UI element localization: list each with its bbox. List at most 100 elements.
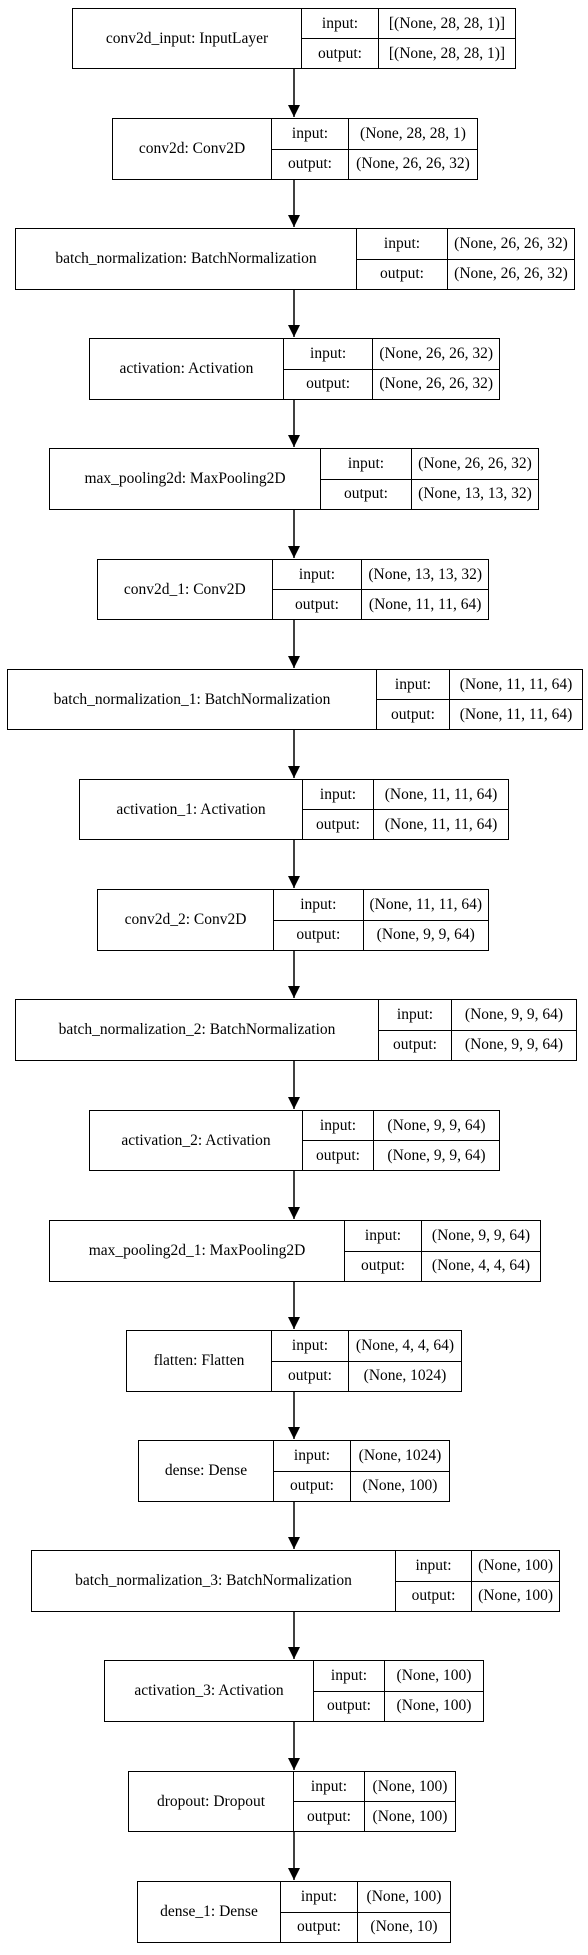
input-label: input: [330,1666,368,1684]
layer-node-conv2d-1: conv2d_1: Conv2D input: output: (None, 13, … [97,559,489,620]
input-label: input: [291,124,329,142]
layer-node-flatten: flatten: Flatten input: output: (None, 4, 4… [126,1330,462,1392]
input-shape: (None, 11, 11, 64) [369,895,483,913]
output-label: output: [283,368,373,400]
output-label: output: [272,148,348,180]
output-shape: (None, 10) [358,1911,450,1943]
layer-node-batch-normalization: batch_normalization: BatchNormalization i… [15,228,575,290]
output-label: output: [281,1911,357,1943]
input-shape: (None, 100) [366,1887,442,1905]
input-label: input: [347,454,385,472]
layer-name: flatten: Flatten [127,1331,272,1391]
layer-name: conv2d_input: InputLayer [73,9,302,68]
layer-name: batch_normalization: BatchNormalization [16,229,357,289]
output-shape: (None, 13, 13, 32) [412,478,538,510]
input-shape: (None, 26, 26, 32) [418,454,532,472]
output-shape: (None, 9, 9, 64) [363,919,488,951]
input-shape: (None, 13, 13, 32) [368,565,482,583]
layer-name: batch_normalization_1: BatchNormalizatio… [8,670,377,729]
input-label: input: [364,1226,402,1244]
input-shape: (None, 9, 9, 64) [431,1226,531,1244]
output-shape: [(None, 28, 28, 1)] [379,38,515,68]
input-shape: (None, 28, 28, 1) [360,124,466,142]
input-label: input: [415,1556,452,1574]
input-shape: (None, 26, 26, 32) [454,234,568,252]
output-shape: (None, 4, 4, 64) [422,1250,540,1282]
input-shape: (None, 26, 26, 32) [379,344,493,362]
layer-name: batch_normalization_2: BatchNormalizatio… [16,1000,379,1060]
output-shape: (None, 11, 11, 64) [374,809,508,839]
layer-node-batch-normalization-3: batch_normalization_3: BatchNormalizatio… [31,1550,560,1612]
output-label: output: [345,1250,421,1282]
input-shape: (None, 11, 11, 64) [384,785,498,803]
output-label: output: [303,809,373,839]
input-shape: (None, 4, 4, 64) [355,1336,455,1354]
layer-node-conv2d: conv2d: Conv2D input: output: (None, 28, 28… [112,118,478,180]
input-shape: (None, 11, 11, 64) [459,675,573,693]
layer-node-batch-normalization-2: batch_normalization_2: BatchNormalizatio… [15,999,577,1061]
input-label: input: [396,1005,434,1023]
output-shape: (None, 100) [472,1580,559,1612]
layer-name: dense_1: Dense [138,1882,281,1942]
output-label: output: [294,1801,364,1831]
input-label: input: [319,1116,357,1134]
input-shape: (None, 9, 9, 64) [387,1116,486,1134]
output-shape: (None, 26, 26, 32) [373,368,499,400]
input-label: input: [300,895,337,913]
input-shape: (None, 100) [478,1556,553,1574]
output-shape: (None, 11, 11, 64) [362,589,488,619]
input-shape: (None, 100) [372,1777,448,1795]
output-label: output: [395,1580,472,1612]
input-label: input: [298,565,336,583]
layer-name: max_pooling2d: MaxPooling2D [50,449,321,509]
output-shape: (None, 26, 26, 32) [349,148,477,180]
layer-name: activation_1: Activation [80,780,303,839]
layer-node-max-pooling2d-1: max_pooling2d_1: MaxPooling2D input: outpu… [49,1220,541,1282]
layer-node-batch-normalization-1: batch_normalization_1: BatchNormalizatio… [7,669,583,730]
layer-name: activation_3: Activation [105,1661,314,1721]
layer-node-dense: dense: Dense input: output: (None, 1024) (No… [138,1440,450,1502]
layer-name: conv2d_1: Conv2D [98,560,273,619]
input-label: input: [383,234,421,252]
output-label: output: [377,699,449,729]
layer-name: dense: Dense [139,1441,274,1501]
layer-node-max-pooling2d: max_pooling2d: MaxPooling2D input: output:… [49,448,539,510]
input-shape: (None, 100) [396,1666,472,1684]
layer-name: batch_normalization_3: BatchNormalizatio… [32,1551,396,1611]
output-label: output: [272,1360,348,1392]
layer-name: dropout: Dropout [129,1772,294,1831]
output-shape: (None, 9, 9, 64) [374,1140,499,1170]
layer-name: activation_2: Activation [90,1111,303,1170]
input-label: input: [291,1336,329,1354]
output-label: output: [274,1470,350,1502]
output-shape: (None, 100) [365,1801,455,1831]
output-label: output: [272,589,362,619]
input-label: input: [394,675,432,693]
output-shape: (None, 11, 11, 64) [450,699,582,729]
output-label: output: [274,919,363,951]
input-label: input: [310,1777,348,1795]
output-shape: (None, 100) [385,1690,483,1722]
input-label: input: [293,1446,331,1464]
output-label: output: [321,478,411,510]
output-label: output: [379,1029,451,1061]
input-label: input: [319,785,357,803]
layer-name: conv2d: Conv2D [113,119,272,179]
input-shape: (None, 1024) [358,1446,442,1464]
layer-name: max_pooling2d_1: MaxPooling2D [50,1221,345,1281]
input-shape: (None, 9, 9, 64) [464,1005,564,1023]
output-shape: (None, 100) [351,1470,449,1502]
input-shape: [(None, 28, 28, 1)] [388,14,506,32]
input-label: input: [310,344,347,362]
output-shape: (None, 26, 26, 32) [448,258,574,290]
